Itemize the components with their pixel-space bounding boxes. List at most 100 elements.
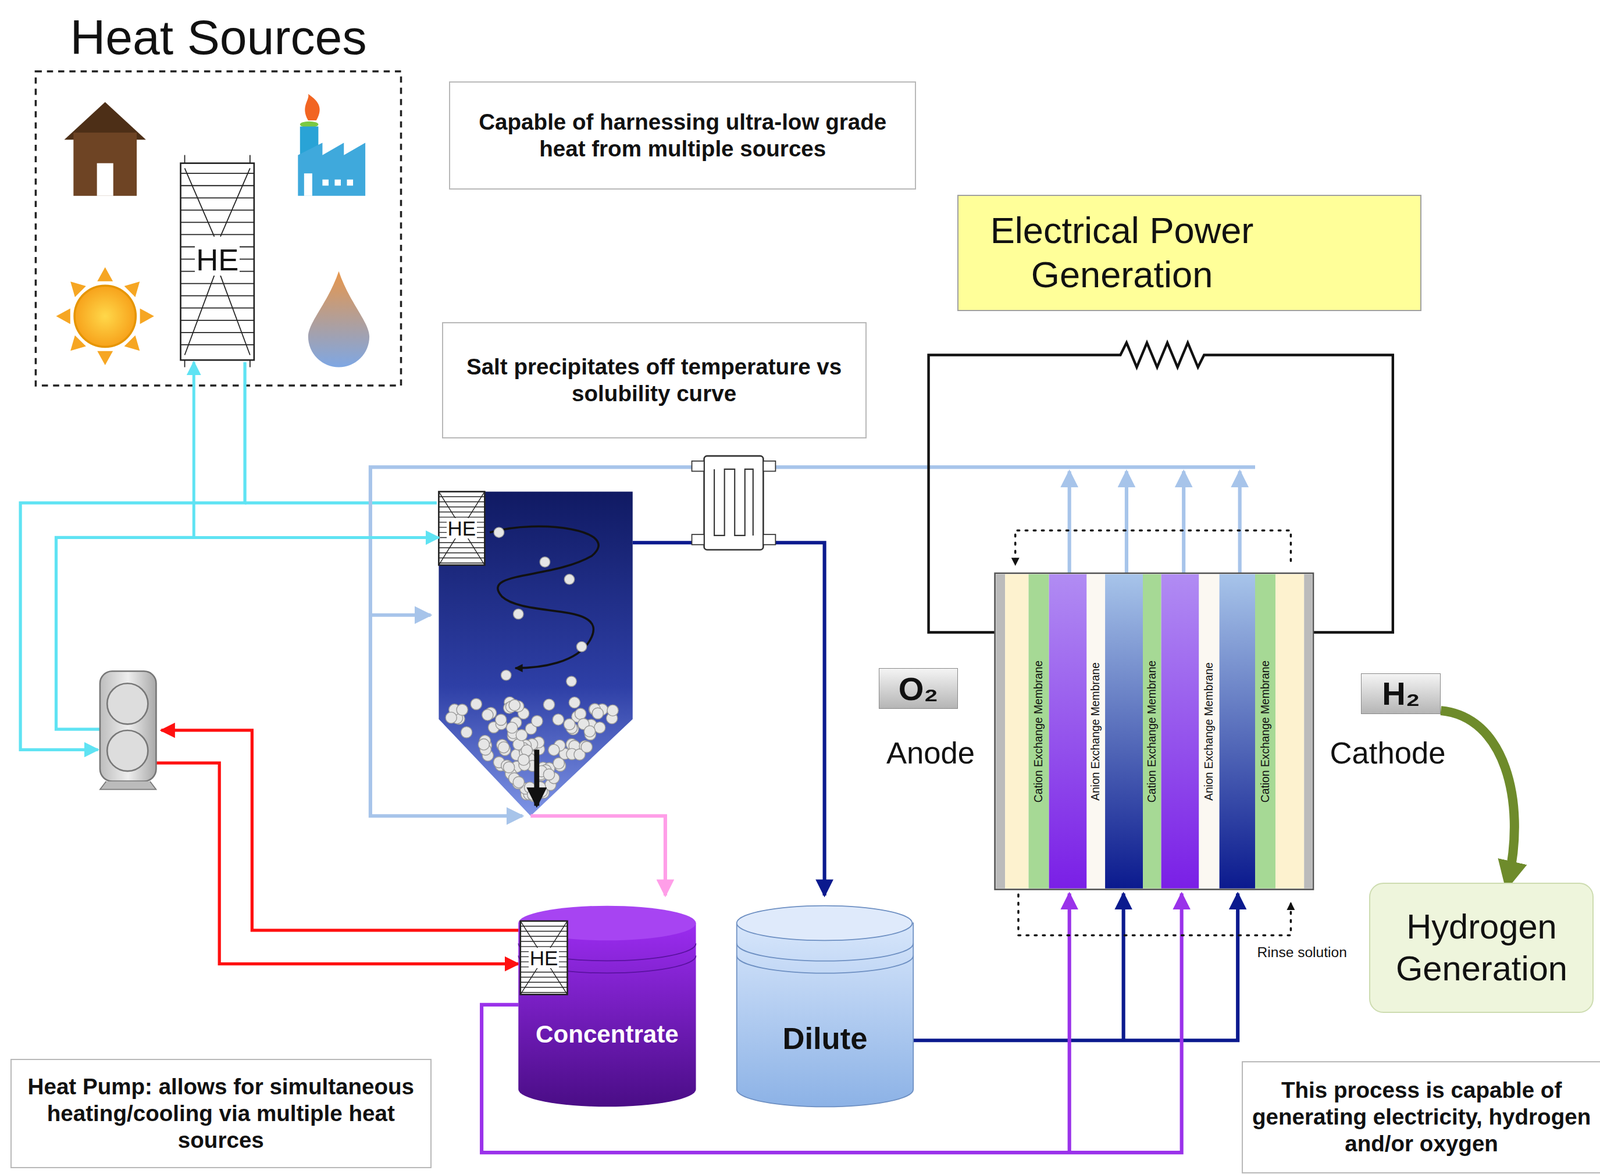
gas-tag: H₂: [1360, 673, 1441, 715]
electrodialysis-stack: [995, 573, 1314, 890]
sun-icon: [55, 308, 70, 324]
red-heat-loop: [161, 730, 521, 931]
electrodialysis-stack: [995, 573, 1314, 890]
output-box: Hydrogen Generation: [1369, 882, 1594, 1014]
crystallizer-vessel: [508, 699, 520, 711]
heat-exchanger: [520, 971, 568, 973]
plate-heat-exchanger: [763, 461, 776, 472]
factory-icon: [297, 143, 366, 197]
heat-exchanger: [438, 506, 485, 508]
crystallizer-vessel: [512, 777, 525, 789]
node-text: HE: [194, 244, 240, 276]
heat-source-frame: [35, 71, 401, 386]
node-text: Electrical Power Generation: [966, 208, 1278, 298]
heat-exchanger: [180, 344, 255, 346]
crystallizer-vessel: [574, 708, 586, 720]
heat-pump-symbol: [100, 671, 156, 790]
crystallizer-vessel: [497, 742, 509, 754]
heat-exchanger: [180, 209, 255, 211]
heat-exchanger: [520, 941, 568, 942]
heat-exchanger-box: HE: [520, 921, 568, 995]
plate-heat-exchanger: [692, 455, 776, 550]
concentrate-feed-line: [481, 893, 1182, 1154]
plate-heat-exchanger: [763, 534, 776, 545]
heat-exchanger: [438, 547, 485, 548]
crystallizer-vessel: [506, 722, 518, 734]
heat-exchanger: [180, 307, 255, 309]
power-box: Electrical Power Generation: [957, 194, 1422, 312]
membrane-band: Cation Exchange Membrane: [1142, 573, 1162, 890]
crystallizer-vessel: [583, 725, 595, 737]
crystallizer-vessel: [568, 697, 580, 709]
heat-pump-symbol: [100, 781, 156, 790]
crystallizer-vessel: [543, 768, 555, 780]
heat-exchanger-box: HE: [180, 158, 255, 363]
crystallizer-vessel: [543, 699, 555, 711]
heat-exchanger: [180, 155, 255, 368]
electrodialysis-stack: [1142, 574, 1162, 889]
heat-exchanger: [520, 921, 568, 995]
crystallizer-vessel: [531, 715, 543, 728]
heat-exchanger: [438, 491, 485, 565]
heat-exchanger: [438, 511, 485, 513]
crystallizer-vessel: [512, 608, 524, 620]
heat-exchanger: [180, 184, 255, 187]
concentrate-tank: [518, 906, 696, 1108]
node-text: H₂: [1381, 674, 1420, 714]
node-text: This process is capable of generating el…: [1251, 1077, 1592, 1158]
electrodialysis-stack: [1303, 574, 1313, 889]
heat-exchanger: [438, 542, 485, 543]
pink-slurry-line: [530, 815, 666, 896]
factory-icon: [304, 93, 320, 121]
electrodialysis-stack: [1275, 574, 1304, 889]
dilute-tank: [736, 906, 914, 1108]
crystallizer-vessel: [500, 670, 512, 681]
callout-box: Salt precipitates off temperature vs sol…: [442, 322, 867, 439]
dilute-tank: Dilute: [736, 906, 914, 1108]
crystallizer-vessel: [548, 744, 560, 756]
cyan-heat-loop: [55, 537, 194, 730]
sun-icon: [70, 335, 87, 352]
node-text: HE: [446, 518, 478, 539]
heat-exchanger: [220, 275, 251, 356]
light-blue-return: [1238, 471, 1242, 573]
heat-source-frame: [35, 71, 401, 386]
heat-exchanger: [520, 936, 568, 937]
crystallizer-vessel: [438, 491, 633, 816]
electrodialysis-stack: [1005, 574, 1029, 889]
sun-icon: [140, 308, 155, 324]
node-text: Capable of harnessing ultra-low grade he…: [458, 108, 907, 163]
rinse-loop: [1015, 530, 1292, 566]
dilute-feed-line: [913, 893, 1238, 1042]
membrane-label: Cation Exchange Membrane: [1145, 660, 1159, 803]
crystallizer-vessel: [482, 709, 494, 721]
crystallizer-vessel: [576, 641, 587, 652]
factory-icon: [304, 173, 313, 197]
red-heat-loop: [155, 763, 519, 965]
heat-exchanger: [438, 496, 485, 498]
heat-exchanger: [184, 155, 186, 164]
note-box: This process is capable of generating el…: [1241, 1061, 1600, 1174]
rinse-loop: [1018, 894, 1291, 936]
house-icon: [64, 101, 146, 196]
heat-exchanger: [180, 295, 255, 297]
heat-pump-symbol: [107, 683, 148, 725]
connector: [1440, 710, 1515, 880]
callout-box: Heat Pump: allows for simultaneous heati…: [10, 1059, 433, 1169]
light-blue-return: [370, 613, 431, 618]
light-blue-return: [1124, 471, 1129, 573]
heat-exchanger: [520, 946, 568, 947]
heat-exchanger: [438, 491, 485, 565]
group-title: Heat Sources: [35, 8, 401, 67]
plate-heat-exchanger: [692, 534, 705, 545]
crystallizer-vessel: [493, 527, 505, 538]
electrodialysis-stack: [1255, 574, 1276, 889]
crystallizer-vessel: [539, 557, 551, 568]
sun-icon: [97, 351, 113, 366]
heat-pump-symbol: [100, 671, 156, 782]
light-blue-return: [1067, 471, 1072, 573]
membrane-label: Anion Exchange Membrane: [1089, 662, 1103, 801]
heat-exchanger: [438, 491, 485, 565]
factory-icon: [334, 179, 341, 187]
electrodialysis-stack: [1105, 574, 1143, 889]
